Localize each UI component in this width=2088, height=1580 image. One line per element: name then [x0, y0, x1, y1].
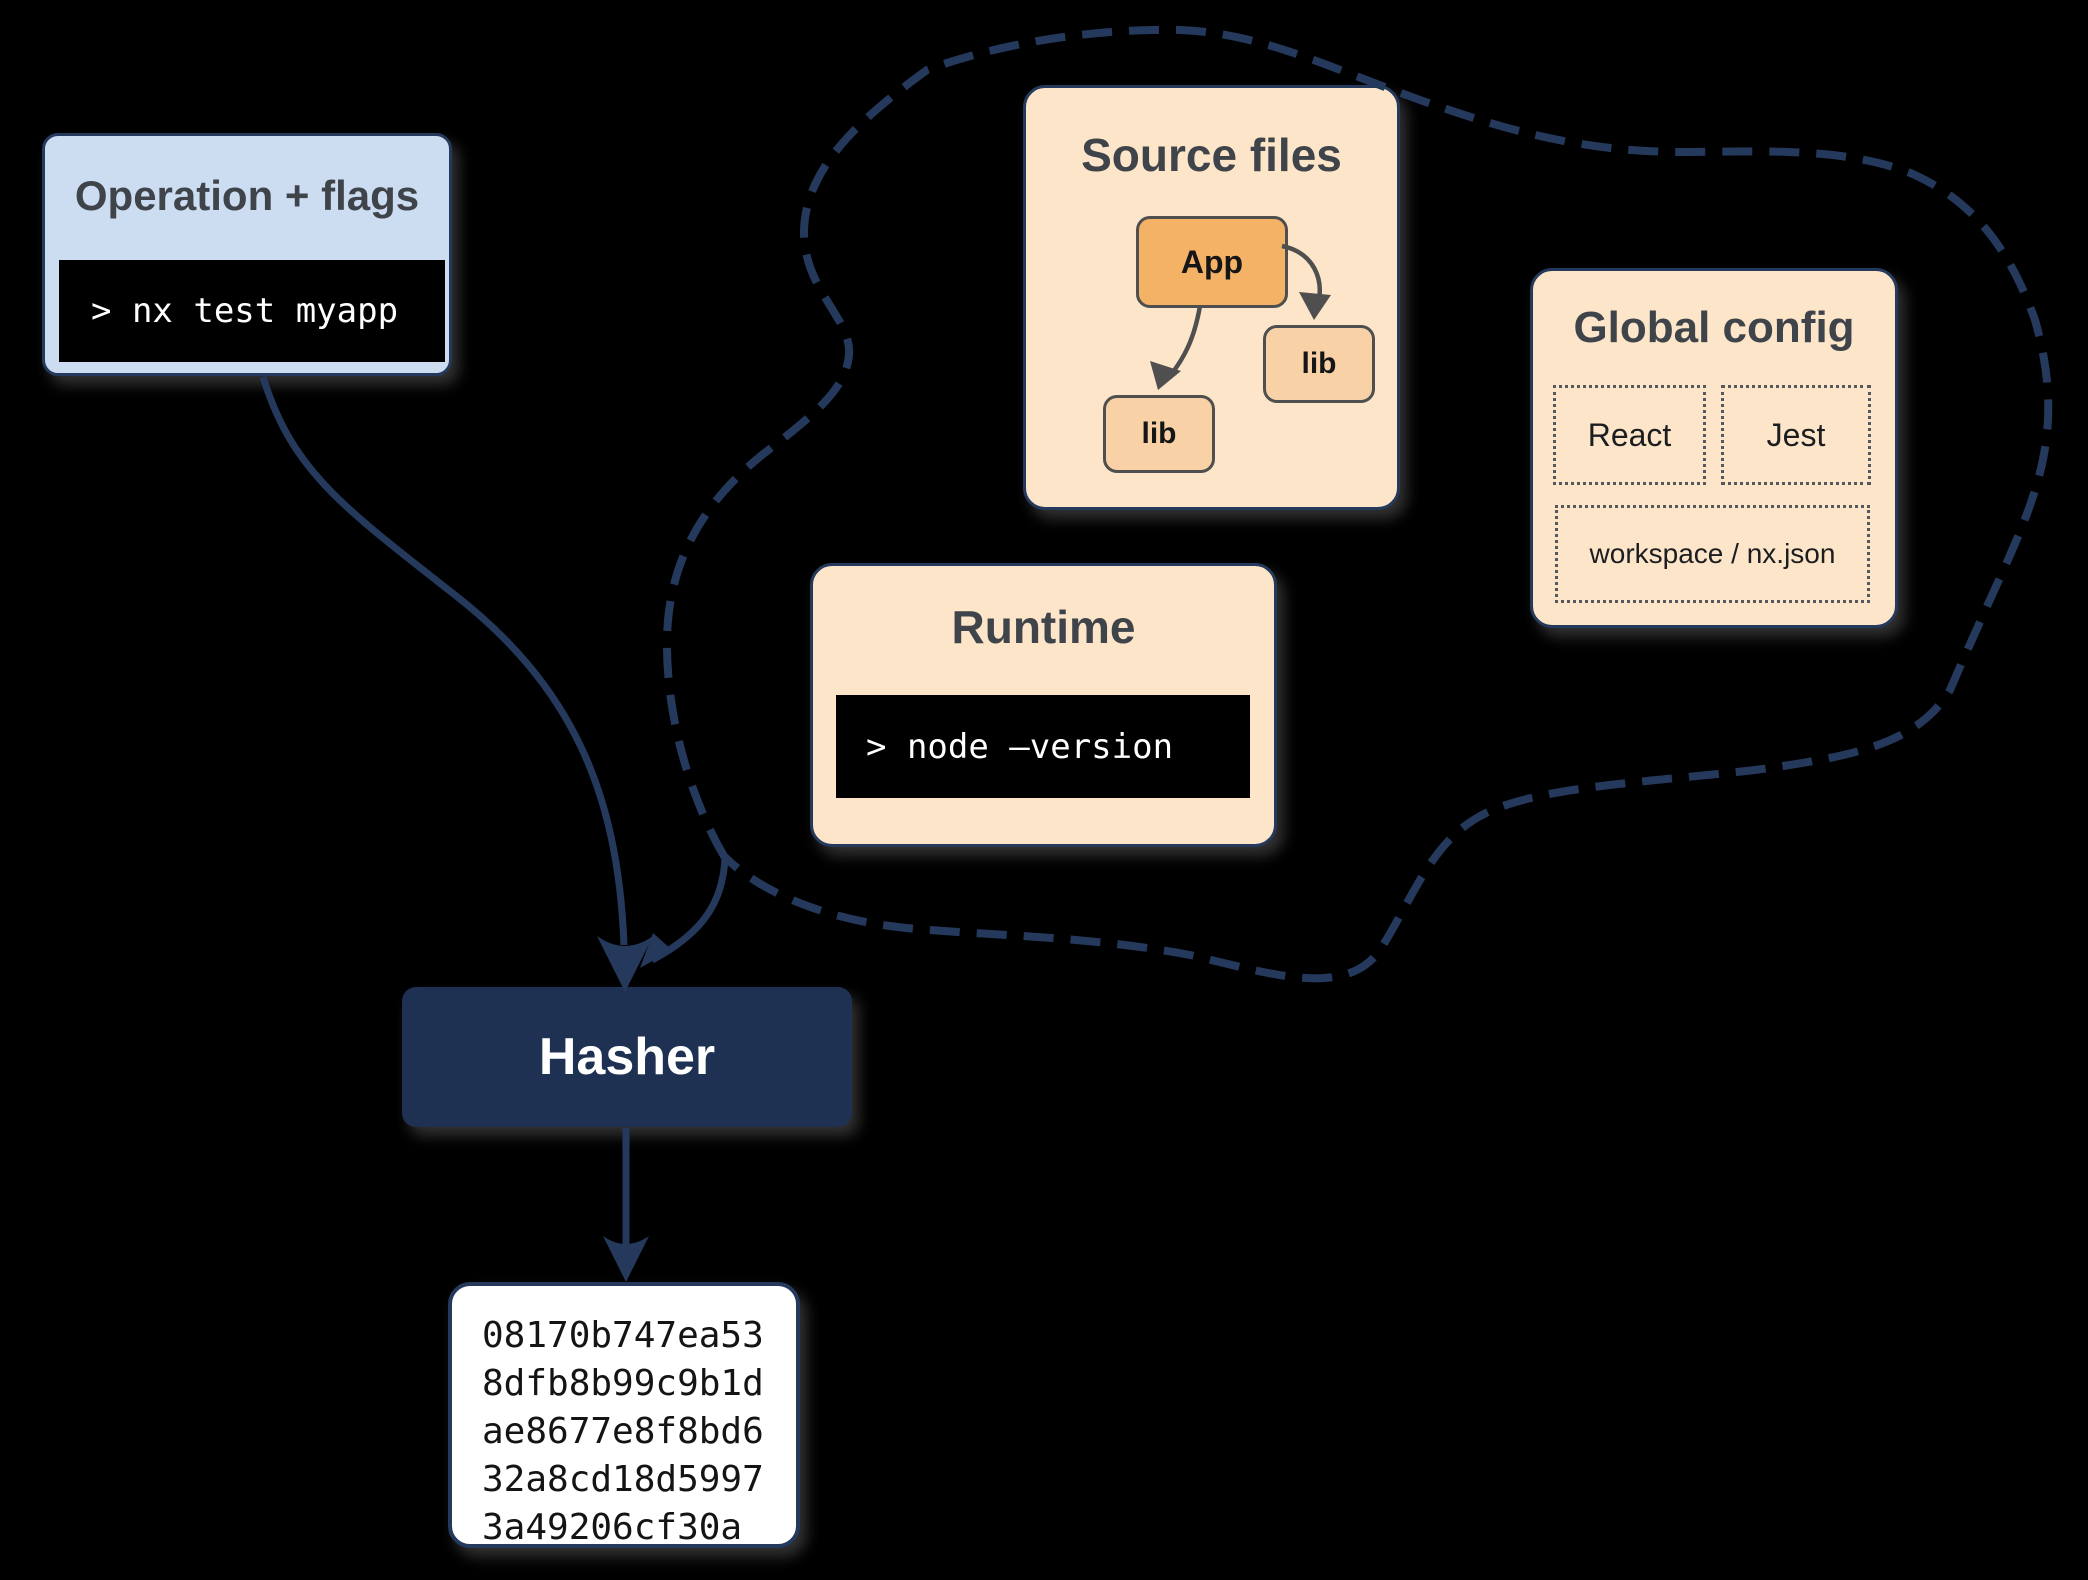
operation-to-hasher-arrow [259, 375, 628, 946]
source-files-title: Source files [1081, 129, 1342, 181]
cloud-to-hasher-arrow [650, 857, 729, 964]
operation-box: Operation + flags > nx test myapp [42, 133, 452, 376]
operation-terminal: > nx test myapp [59, 260, 445, 362]
cloud-arrowhead-icon [640, 933, 672, 968]
lib-node-bottom-label: lib [1141, 417, 1177, 450]
hash-arrowhead-icon [603, 1236, 649, 1282]
lib-node-right-label: lib [1301, 347, 1337, 380]
runtime-command: > node –version [866, 726, 1174, 767]
global-config-title: Global config [1573, 303, 1855, 352]
hasher-label: Hasher [538, 1028, 716, 1086]
source-files-box: Source files App lib lib [1023, 85, 1400, 510]
workspace-label: workspace / nx.json [1589, 538, 1836, 569]
jest-label: Jest [1766, 416, 1826, 453]
operation-title: Operation + flags [74, 172, 420, 219]
jest-config-box: Jest [1721, 385, 1871, 485]
runtime-box: Runtime > node –version [810, 563, 1277, 847]
hasher-box: Hasher [402, 987, 852, 1127]
hash-line: 8dfb8b99c9b1d [482, 1363, 764, 1404]
runtime-title: Runtime [951, 601, 1136, 653]
hash-line: 32a8cd18d5997 [482, 1459, 764, 1500]
lib-node-bottom: lib [1103, 395, 1215, 473]
app-node: App [1136, 216, 1288, 308]
operation-arrowhead-icon [597, 936, 653, 992]
hash-line: 3a49206cf30a [482, 1507, 743, 1548]
app-node-label: App [1180, 243, 1244, 280]
runtime-terminal: > node –version [836, 695, 1250, 798]
react-label: React [1587, 416, 1672, 453]
workspace-config-box: workspace / nx.json [1555, 505, 1870, 603]
operation-command: > nx test myapp [91, 291, 399, 331]
hash-line: ae8677e8f8bd6 [482, 1411, 764, 1452]
react-config-box: React [1553, 385, 1706, 485]
global-config-box: Global config React Jest workspace / nx.… [1530, 268, 1898, 628]
hash-output-box: 08170b747ea53 8dfb8b99c9b1d ae8677e8f8bd… [448, 1282, 800, 1548]
hash-line: 08170b747ea53 [482, 1315, 764, 1356]
lib-node-right: lib [1263, 325, 1375, 403]
